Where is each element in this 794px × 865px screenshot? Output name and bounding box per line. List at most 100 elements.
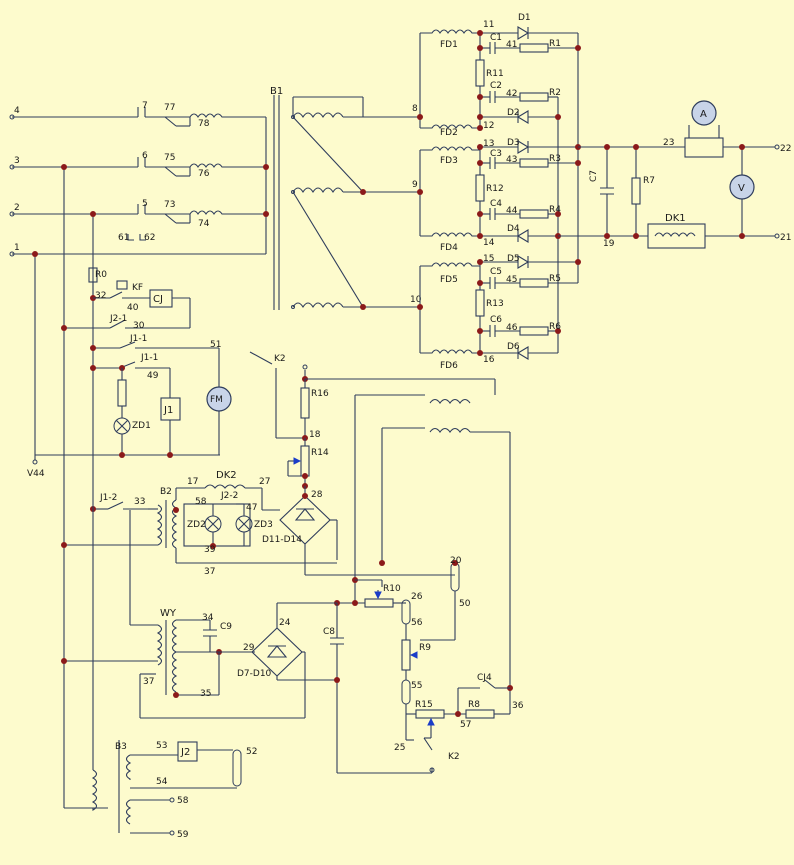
- label-11: 11: [483, 20, 494, 30]
- label-R14: R14: [311, 448, 329, 458]
- label-59: 59: [177, 830, 189, 840]
- label-FD4: FD4: [440, 243, 458, 253]
- control-rails: [32, 164, 220, 808]
- label-58b: 58: [177, 796, 189, 806]
- label-53: 53: [156, 741, 167, 751]
- terminal-3: [9, 164, 15, 170]
- label-DK2: DK2: [216, 470, 237, 481]
- label-C1: C1: [490, 33, 502, 43]
- label-K2: K2: [274, 354, 286, 364]
- label-B1: B1: [270, 86, 283, 97]
- label-56: 56: [411, 618, 423, 628]
- label-7: 7: [142, 101, 148, 111]
- label-J1-1a: J1-1: [129, 334, 147, 344]
- label-R5: R5: [549, 274, 561, 284]
- label-C4: C4: [490, 199, 502, 209]
- label-D5: D5: [507, 254, 520, 264]
- label-33: 33: [134, 497, 145, 507]
- label-terminal-3: 3: [14, 156, 20, 166]
- label-12: 12: [483, 121, 494, 131]
- label-J2: J2: [180, 747, 190, 758]
- label-30: 30: [133, 321, 145, 331]
- label-D4: D4: [507, 224, 520, 234]
- label-35: 35: [200, 689, 211, 699]
- label-21: 21: [780, 233, 791, 243]
- label-34: 34: [202, 613, 214, 623]
- label-J2-2: J2-2: [220, 491, 238, 501]
- label-36: 36: [512, 701, 524, 711]
- label-75: 75: [164, 153, 175, 163]
- label-R6: R6: [549, 322, 561, 332]
- label-R7: R7: [643, 176, 655, 186]
- output-stage: [558, 100, 780, 249]
- label-ZD2: ZD2: [187, 520, 206, 530]
- label-37a: 37: [204, 567, 215, 577]
- label-62: 62: [144, 233, 155, 243]
- label-78: 78: [198, 119, 210, 129]
- label-16: 16: [483, 355, 495, 365]
- terminal-2: [9, 211, 15, 217]
- label-8: 8: [412, 104, 418, 114]
- label-9: 9: [412, 180, 418, 190]
- label-32: 32: [95, 291, 106, 301]
- terminal-4: [9, 114, 15, 120]
- label-5: 5: [142, 199, 148, 209]
- label-B2: B2: [160, 487, 172, 497]
- label-76: 76: [198, 169, 210, 179]
- transformer-b1: [273, 95, 420, 310]
- label-R13: R13: [486, 299, 504, 309]
- three-phase-input: [9, 107, 269, 257]
- label-C3: C3: [490, 149, 502, 159]
- label-C7: C7: [589, 170, 599, 182]
- label-77: 77: [164, 103, 175, 113]
- ammeter-icon: A: [700, 109, 707, 120]
- label-51: 51: [210, 340, 221, 350]
- label-73: 73: [164, 200, 175, 210]
- label-54: 54: [156, 777, 168, 787]
- label-C5: C5: [490, 267, 502, 277]
- label-terminal-1: 1: [14, 243, 20, 253]
- label-terminal-4: 4: [14, 106, 20, 116]
- feedback-bridge: [249, 351, 511, 688]
- terminal-21: [774, 233, 780, 239]
- label-74: 74: [198, 219, 210, 229]
- label-28: 28: [311, 490, 323, 500]
- label-R12: R12: [486, 184, 504, 194]
- label-R1: R1: [549, 39, 561, 49]
- label-D3: D3: [507, 138, 520, 148]
- label-FD2: FD2: [440, 128, 458, 138]
- voltmeter-icon: V: [738, 183, 745, 194]
- label-C9: C9: [220, 622, 232, 632]
- label-44: 44: [506, 206, 518, 216]
- label-40: 40: [127, 303, 139, 313]
- label-18: 18: [309, 430, 321, 440]
- label-terminal-2: 2: [14, 203, 20, 213]
- regulator-circuit: [334, 560, 513, 774]
- label-R9: R9: [419, 643, 431, 653]
- label-R0: R0: [95, 270, 107, 280]
- label-46: 46: [506, 323, 518, 333]
- label-25: 25: [394, 743, 405, 753]
- label-13: 13: [483, 139, 494, 149]
- label-41: 41: [506, 40, 517, 50]
- label-D7-D10: D7-D10: [237, 669, 272, 679]
- label-J1-2: J1-2: [99, 493, 117, 503]
- label-D1: D1: [518, 13, 531, 23]
- label-K2b: K2: [448, 752, 460, 762]
- label-6: 6: [142, 151, 148, 161]
- label-D11-D14: D11-D14: [262, 535, 302, 545]
- label-27: 27: [259, 477, 270, 487]
- label-47: 47: [246, 503, 257, 513]
- label-20: 20: [450, 556, 462, 566]
- label-26: 26: [411, 592, 423, 602]
- label-57: 57: [460, 720, 471, 730]
- lamp-circuit-b2: [61, 484, 337, 564]
- label-52: 52: [246, 747, 257, 757]
- label-10: 10: [410, 295, 422, 305]
- label-58a: 58: [195, 497, 207, 507]
- label-C8: C8: [323, 627, 335, 637]
- label-FD1: FD1: [440, 40, 458, 50]
- label-17: 17: [187, 477, 198, 487]
- label-CJ4: CJ4: [477, 673, 492, 683]
